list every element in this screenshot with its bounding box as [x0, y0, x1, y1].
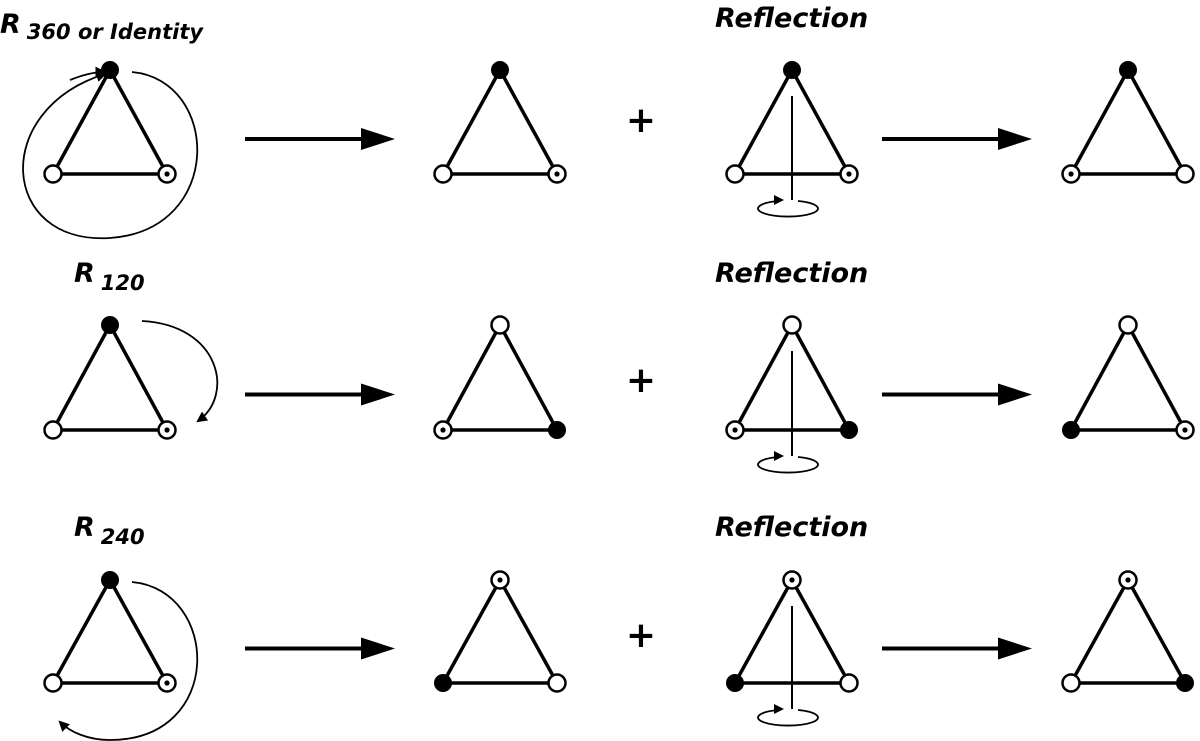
row-1-reflection-arrow-head	[998, 128, 1032, 150]
row-2-original-triangle-top-filled-vertex	[101, 316, 119, 334]
row-3-original-triangle-left-open-vertex	[43, 673, 63, 693]
row-1-rotation-arrow-head	[361, 128, 395, 150]
row-2-original-triangle-edges	[51, 323, 169, 432]
row-2-rotated-triangle-right-filled-vertex	[548, 421, 566, 439]
row-1-rotated-triangle-edges	[441, 68, 559, 176]
row-3-reflection-input-triangle-left-filled-vertex	[726, 674, 744, 692]
row-3-rotation-sweep	[58, 581, 199, 741]
row-2-rotated-triangle-top-open-vertex	[490, 315, 510, 335]
row-3-reflected-triangle-left-open-vertex	[1061, 673, 1081, 693]
reflection-label-row-1: Reflection	[715, 3, 868, 34]
reflection-label-row-3: Reflection	[715, 512, 868, 543]
reflection-label-row-2: Reflection	[715, 258, 868, 289]
row-1-reflection-input-triangle-left-open-vertex	[725, 164, 745, 184]
row-3-rotated-triangle-top-dot-vertex-center	[497, 577, 503, 583]
row-2-rotation-arrow-head	[361, 383, 395, 406]
row-3-rotation-arrow-head	[361, 637, 395, 660]
row-2-flip-arc	[757, 456, 819, 474]
row-2-flip-arrowhead	[774, 451, 784, 461]
row-1-reflection-input-triangle-right-dot-vertex-center	[846, 171, 852, 177]
row-3-rotated-triangle-right-open-vertex	[547, 673, 567, 693]
row-1-original-triangle-top-filled-vertex	[101, 61, 119, 79]
row-2-original-triangle-left-open-vertex	[43, 420, 63, 440]
row-2-reflection-arrow-head	[998, 383, 1032, 406]
row-3-original-triangle-top-filled-vertex	[101, 571, 119, 589]
row-3-rotated-triangle-edges	[441, 578, 559, 685]
row-2-original-triangle-right-dot-vertex-center	[164, 427, 170, 433]
row-3-reflection-arrow-head	[998, 637, 1032, 660]
row-1-reflected-triangle-left-dot-vertex-center	[1068, 171, 1074, 177]
row-1-original-triangle-edges	[51, 68, 169, 176]
row-3-original-triangle-edges	[51, 578, 169, 685]
row-1-original-triangle-right-dot-vertex-center	[164, 171, 170, 177]
plus-sign-row-2: +	[626, 360, 656, 401]
row-2-rotated-triangle-left-dot-vertex-center	[440, 427, 446, 433]
row-3-rotated-triangle-left-filled-vertex	[434, 674, 452, 692]
row-3-reflection-input-triangle-top-dot-vertex-center	[789, 577, 795, 583]
row-3-original-triangle-right-dot-vertex-center	[164, 680, 170, 686]
row-2-reflected-triangle-edges	[1069, 323, 1187, 432]
row-3-reflection-input-triangle-right-open-vertex	[839, 673, 859, 693]
row-2-reflection-input-triangle-top-open-vertex	[782, 315, 802, 335]
row-1-rotation-sweep	[22, 71, 199, 239]
row-2-reflected-triangle-left-filled-vertex	[1062, 421, 1080, 439]
row-2-reflected-triangle-right-dot-vertex-center	[1182, 427, 1188, 433]
plus-sign-row-1: +	[626, 100, 656, 141]
row-1-reflection-input-triangle-top-filled-vertex	[783, 61, 801, 79]
row-1-rotation-sweep-tip	[69, 66, 107, 81]
row-2-rotation-sweep	[141, 320, 219, 423]
row-3-reflected-triangle-top-dot-vertex-center	[1125, 577, 1131, 583]
row-1-flip-arc	[757, 200, 819, 218]
row-1-rotated-triangle-left-open-vertex	[433, 164, 453, 184]
row-2-reflected-triangle-top-open-vertex	[1118, 315, 1138, 335]
row-2-reflection-input-triangle-right-filled-vertex	[840, 421, 858, 439]
row-1-reflected-triangle-right-open-vertex	[1175, 164, 1195, 184]
row-1-reflected-triangle-top-filled-vertex	[1119, 61, 1137, 79]
row-1-rotated-triangle-top-filled-vertex	[491, 61, 509, 79]
row-2-reflection-input-triangle-left-dot-vertex-center	[732, 427, 738, 433]
row-3-flip-arrowhead	[774, 704, 784, 714]
row-2-rotated-triangle-edges	[441, 323, 559, 432]
triangles-layer	[22, 61, 1195, 741]
row-1-rotated-triangle-right-dot-vertex-center	[554, 171, 560, 177]
row-3-reflected-triangle-edges	[1069, 578, 1187, 685]
row-3-reflected-triangle-right-filled-vertex	[1176, 674, 1194, 692]
row-1-flip-arrowhead	[774, 195, 784, 205]
row-1-original-triangle-left-open-vertex	[43, 164, 63, 184]
row-1-reflected-triangle-edges	[1069, 68, 1187, 176]
row-3-flip-arc	[757, 709, 819, 727]
plus-sign-row-3: +	[626, 615, 656, 656]
